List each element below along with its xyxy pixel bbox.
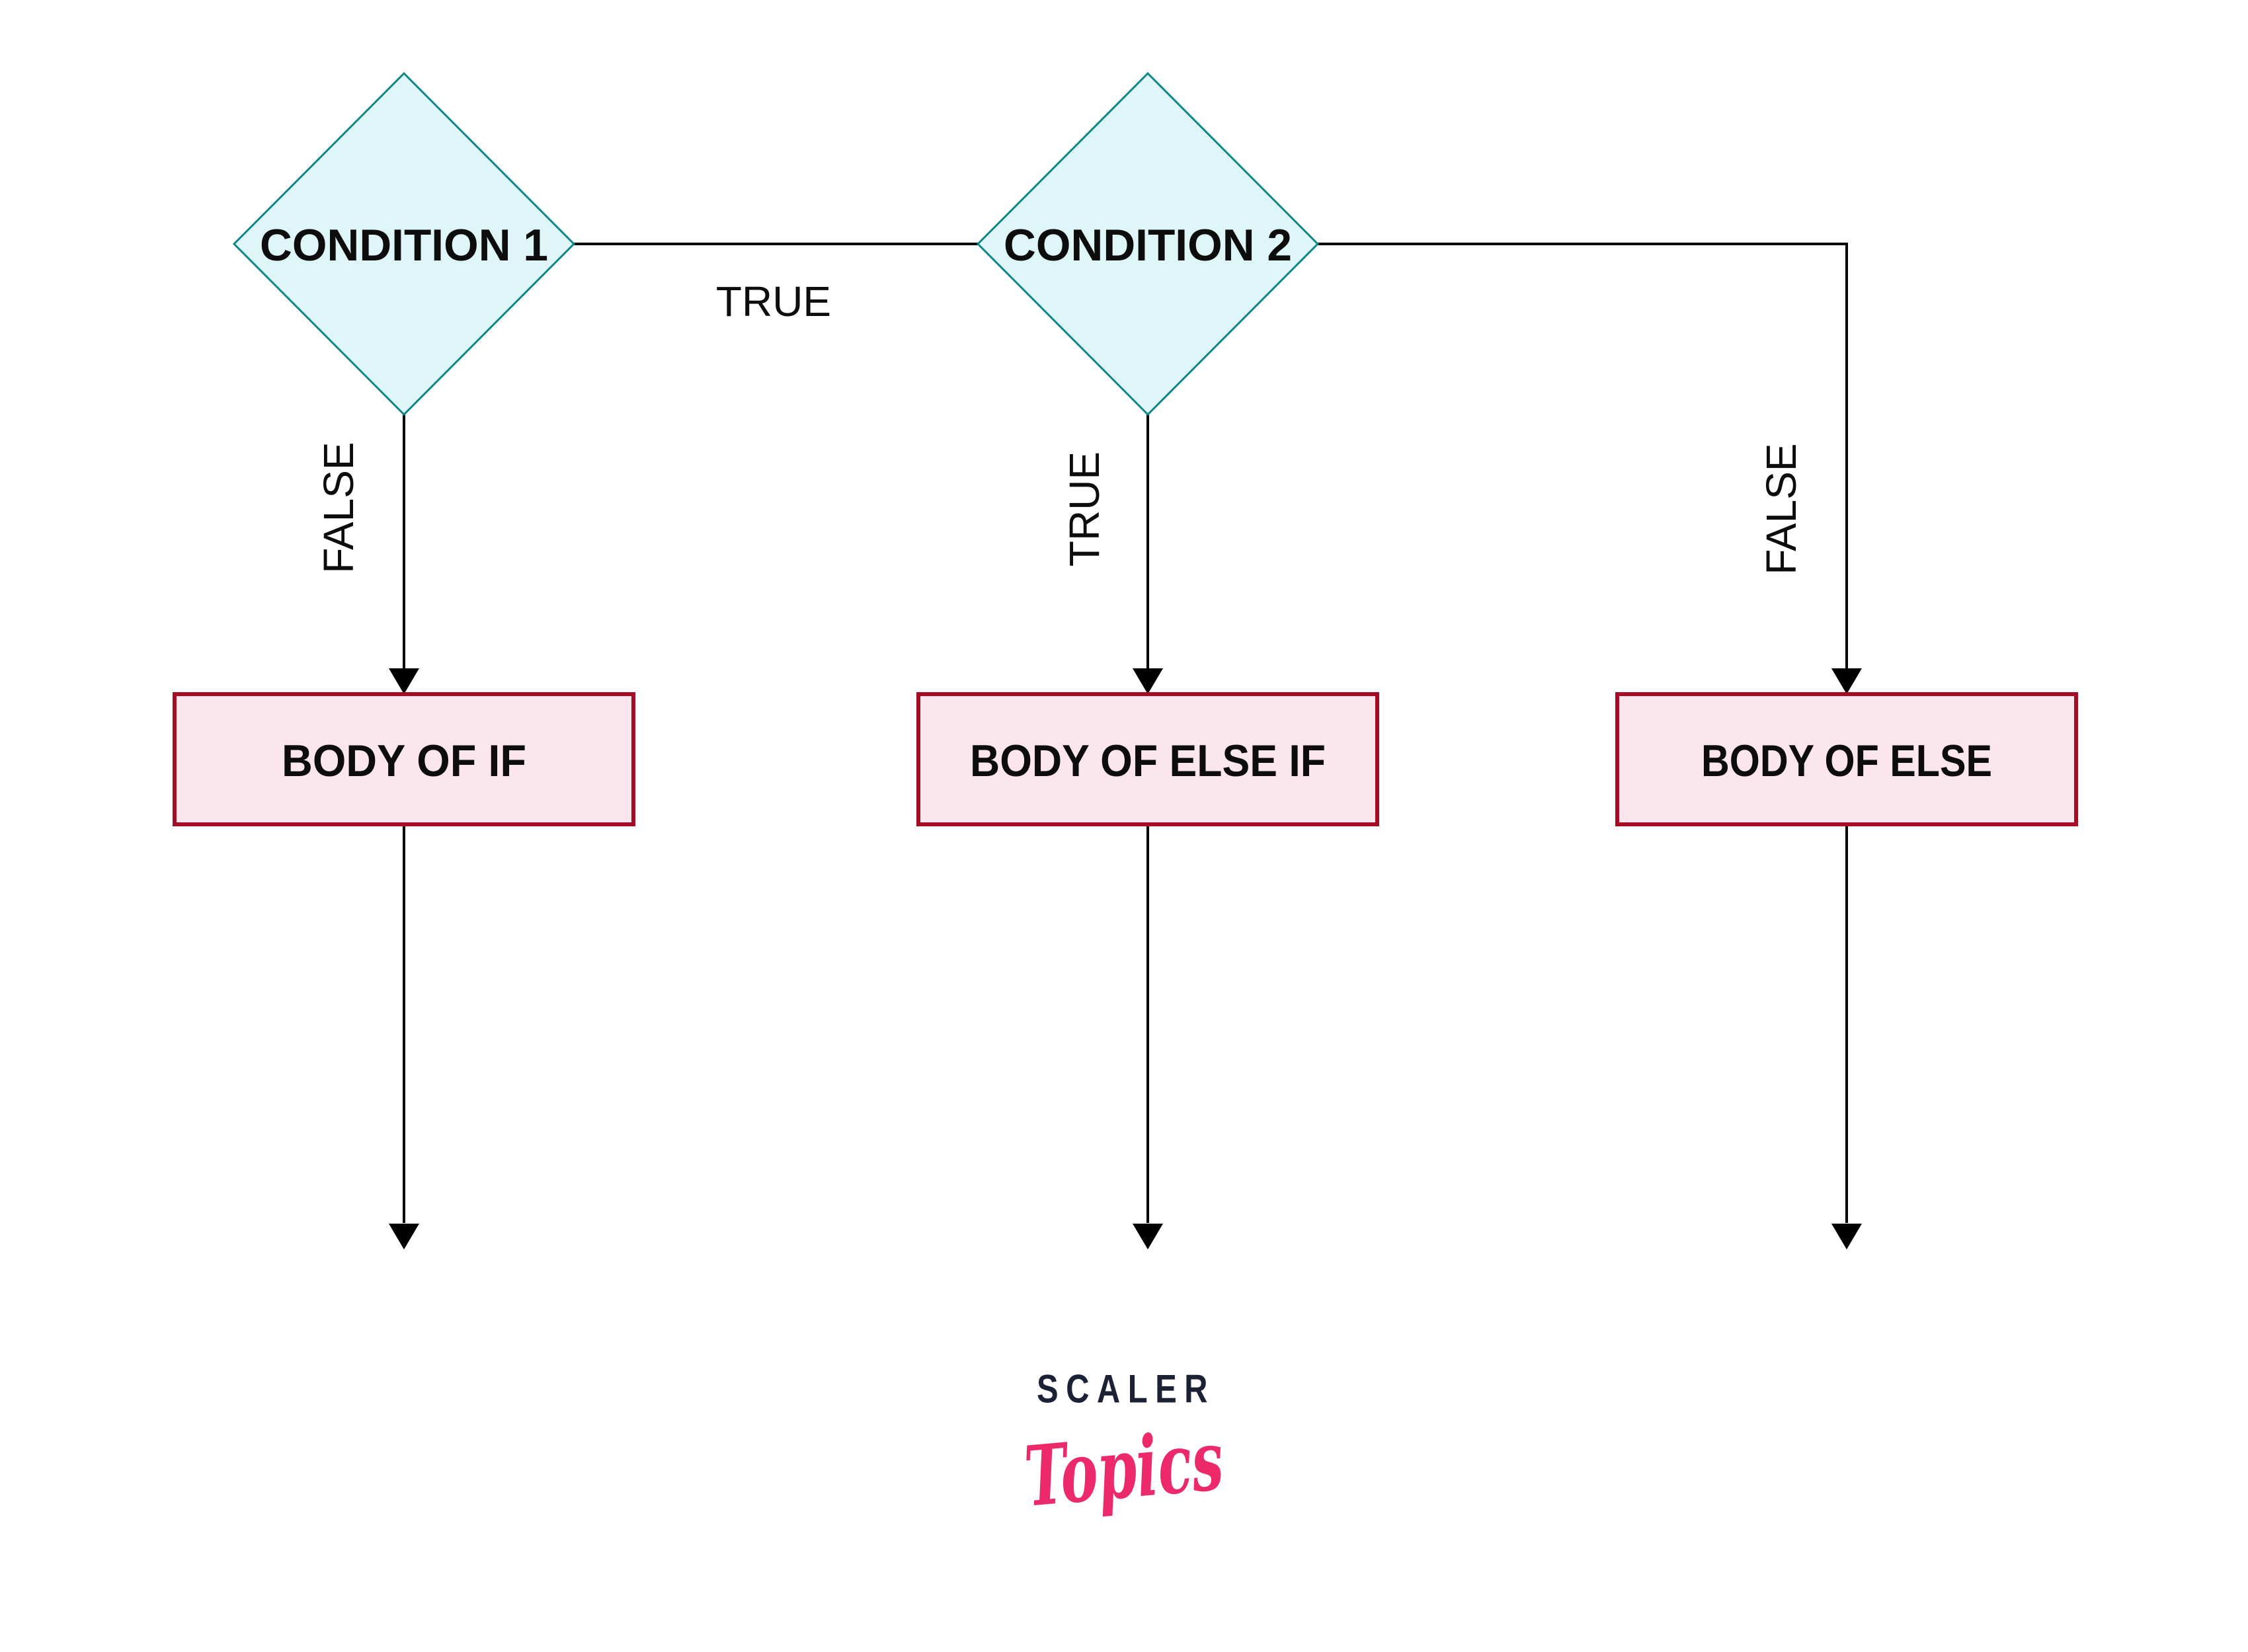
edge-cond2-false-line	[1318, 243, 1848, 670]
edge-label-false-left: FALSE	[315, 442, 362, 573]
logo-brand: SCALER	[1037, 1367, 1215, 1411]
decision-condition-2	[976, 71, 1320, 416]
process-body-of-else-label: BODY OF ELSE	[1701, 736, 1992, 786]
logo-script: Topics	[1021, 1412, 1227, 1526]
process-body-of-if	[173, 692, 635, 826]
arrowhead-icon	[389, 1224, 419, 1249]
decision-condition-1	[232, 71, 576, 416]
arrowhead-icon	[1831, 1224, 1862, 1249]
process-body-of-else-if-label: BODY OF ELSE IF	[970, 736, 1326, 786]
process-body-of-else-if	[916, 692, 1379, 826]
arrowhead-icon	[1831, 668, 1862, 694]
scaler-topics-logo: SCALER Topics	[1021, 1367, 1227, 1526]
process-body-of-else	[1615, 692, 2078, 826]
decision-condition-2-label: CONDITION 2	[1004, 220, 1292, 270]
process-body-of-if-label: BODY OF IF	[282, 736, 526, 786]
edge-label-true-horizontal: TRUE	[716, 278, 831, 325]
decision-condition-1-label: CONDITION 1	[260, 220, 548, 270]
arrowhead-icon	[1133, 668, 1163, 694]
edge-label-false-right: FALSE	[1757, 443, 1805, 574]
arrowhead-icon	[389, 668, 419, 694]
arrowhead-icon	[1133, 1224, 1163, 1249]
edge-label-true-middle: TRUE	[1061, 452, 1108, 567]
